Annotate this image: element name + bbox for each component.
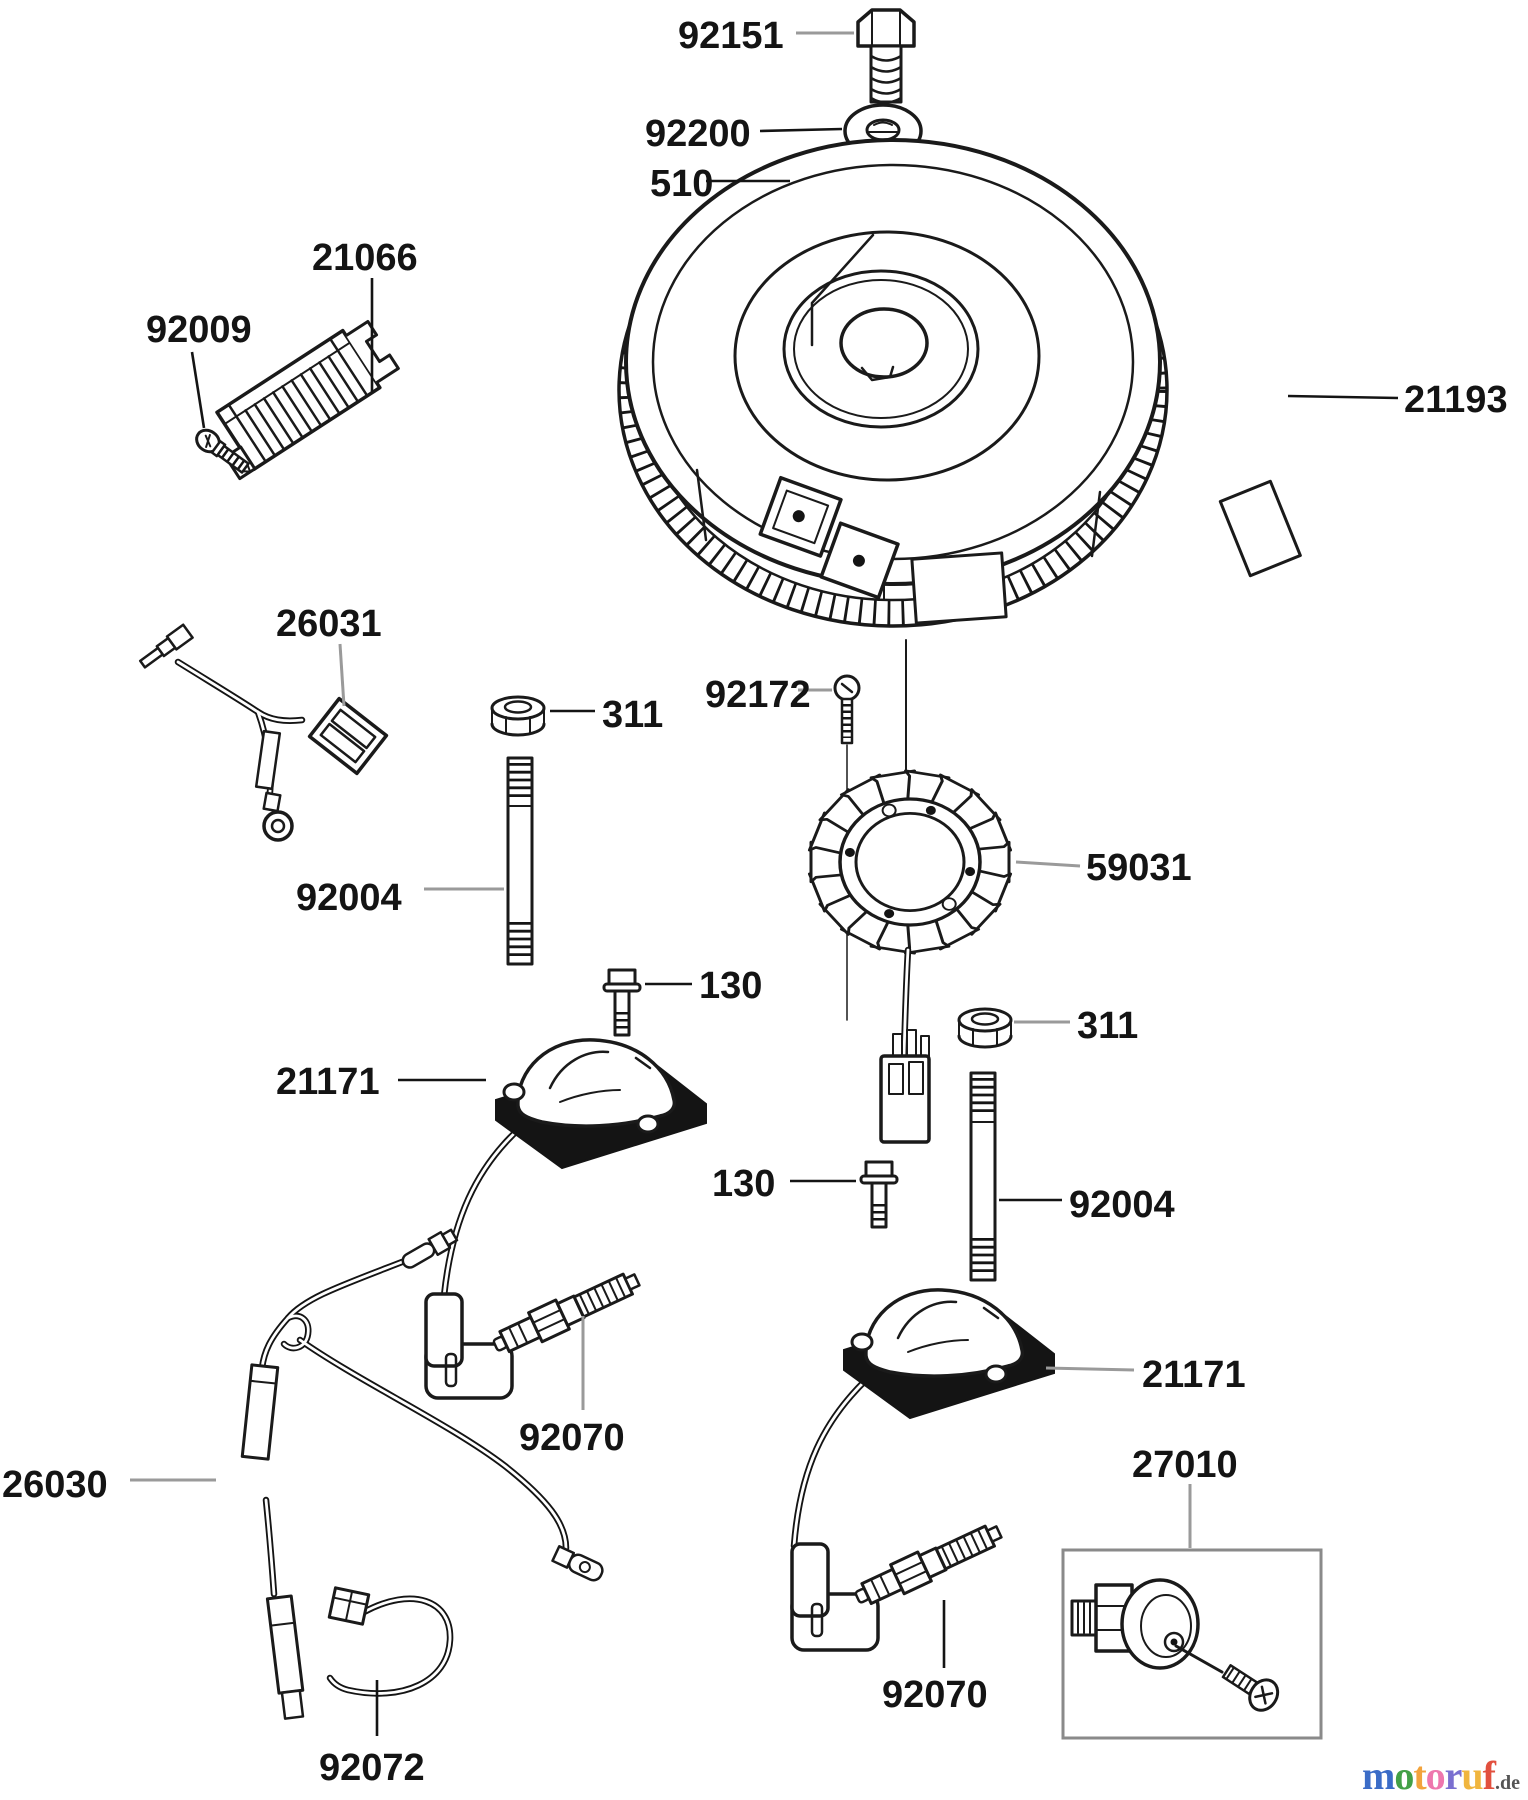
part-label-21193: 21193 xyxy=(1404,379,1508,421)
part-label-311-left: 311 xyxy=(602,694,663,736)
part-label-92004-left: 92004 xyxy=(296,877,402,919)
pressure-switch-box xyxy=(1061,1548,1323,1740)
stud-right-drawing xyxy=(969,1071,997,1282)
harness-drawing xyxy=(240,1228,604,1720)
part-label-510: 510 xyxy=(650,163,713,205)
ignition-coil-right-drawing xyxy=(790,1288,1055,1652)
part-label-130-left: 130 xyxy=(699,965,762,1007)
stop-lead-drawing xyxy=(138,623,389,842)
part-label-92004-right: 92004 xyxy=(1069,1184,1175,1226)
part-label-59031: 59031 xyxy=(1086,847,1192,889)
flywheel-bolt-drawing xyxy=(856,8,916,104)
logo-letter: o xyxy=(1394,1753,1414,1798)
coil-bolt-right-drawing xyxy=(859,1160,899,1229)
logo-letter: r xyxy=(1444,1753,1463,1798)
part-label-26031: 26031 xyxy=(276,603,382,645)
logo-suffix: .de xyxy=(1495,1772,1520,1794)
part-labels: 92151 92200 510 21193 92009 21066 26031 … xyxy=(2,15,1508,1789)
logo-letter: o xyxy=(1425,1753,1446,1798)
part-label-92009: 92009 xyxy=(146,309,252,351)
coil-bolt-left-drawing xyxy=(602,968,642,1037)
leader-lines xyxy=(130,31,1399,1736)
part-label-92172: 92172 xyxy=(705,674,811,716)
motoruf-logo: motoruf.de xyxy=(1362,1752,1528,1799)
logo-letter: m xyxy=(1362,1753,1395,1798)
clamp-drawing xyxy=(326,1586,454,1697)
part-label-92070-left: 92070 xyxy=(519,1417,625,1459)
part-label-92072: 92072 xyxy=(319,1747,425,1789)
logo-letter: f xyxy=(1482,1753,1496,1798)
part-label-21066: 21066 xyxy=(312,237,418,279)
stator-drawing xyxy=(807,769,1013,1144)
part-label-92151: 92151 xyxy=(678,15,784,57)
part-label-26030: 26030 xyxy=(2,1464,108,1506)
pressure-switch-drawing xyxy=(1070,1578,1200,1670)
part-label-92070-right: 92070 xyxy=(882,1674,988,1716)
part-label-130-right: 130 xyxy=(712,1163,775,1205)
logo-letter: t xyxy=(1413,1753,1426,1798)
part-label-311-right: 311 xyxy=(1077,1005,1138,1047)
nut-left-drawing xyxy=(490,695,546,737)
spark-plug-left-drawing xyxy=(492,1272,641,1354)
spark-plug-right-drawing xyxy=(854,1524,1003,1606)
stud-left-drawing xyxy=(506,756,534,966)
part-label-21171-right: 21171 xyxy=(1142,1354,1246,1396)
flywheel-drawing xyxy=(617,138,1302,628)
part-label-92200: 92200 xyxy=(645,113,751,155)
logo-letter: u xyxy=(1461,1753,1483,1798)
part-label-27010: 27010 xyxy=(1132,1444,1238,1486)
part-label-21171-left: 21171 xyxy=(276,1061,380,1103)
regulator-screw-drawing xyxy=(195,428,252,474)
switch-screw-drawing xyxy=(1221,1664,1280,1712)
nut-right-drawing xyxy=(957,1007,1013,1049)
ignition-coil-left-drawing xyxy=(424,1038,707,1400)
